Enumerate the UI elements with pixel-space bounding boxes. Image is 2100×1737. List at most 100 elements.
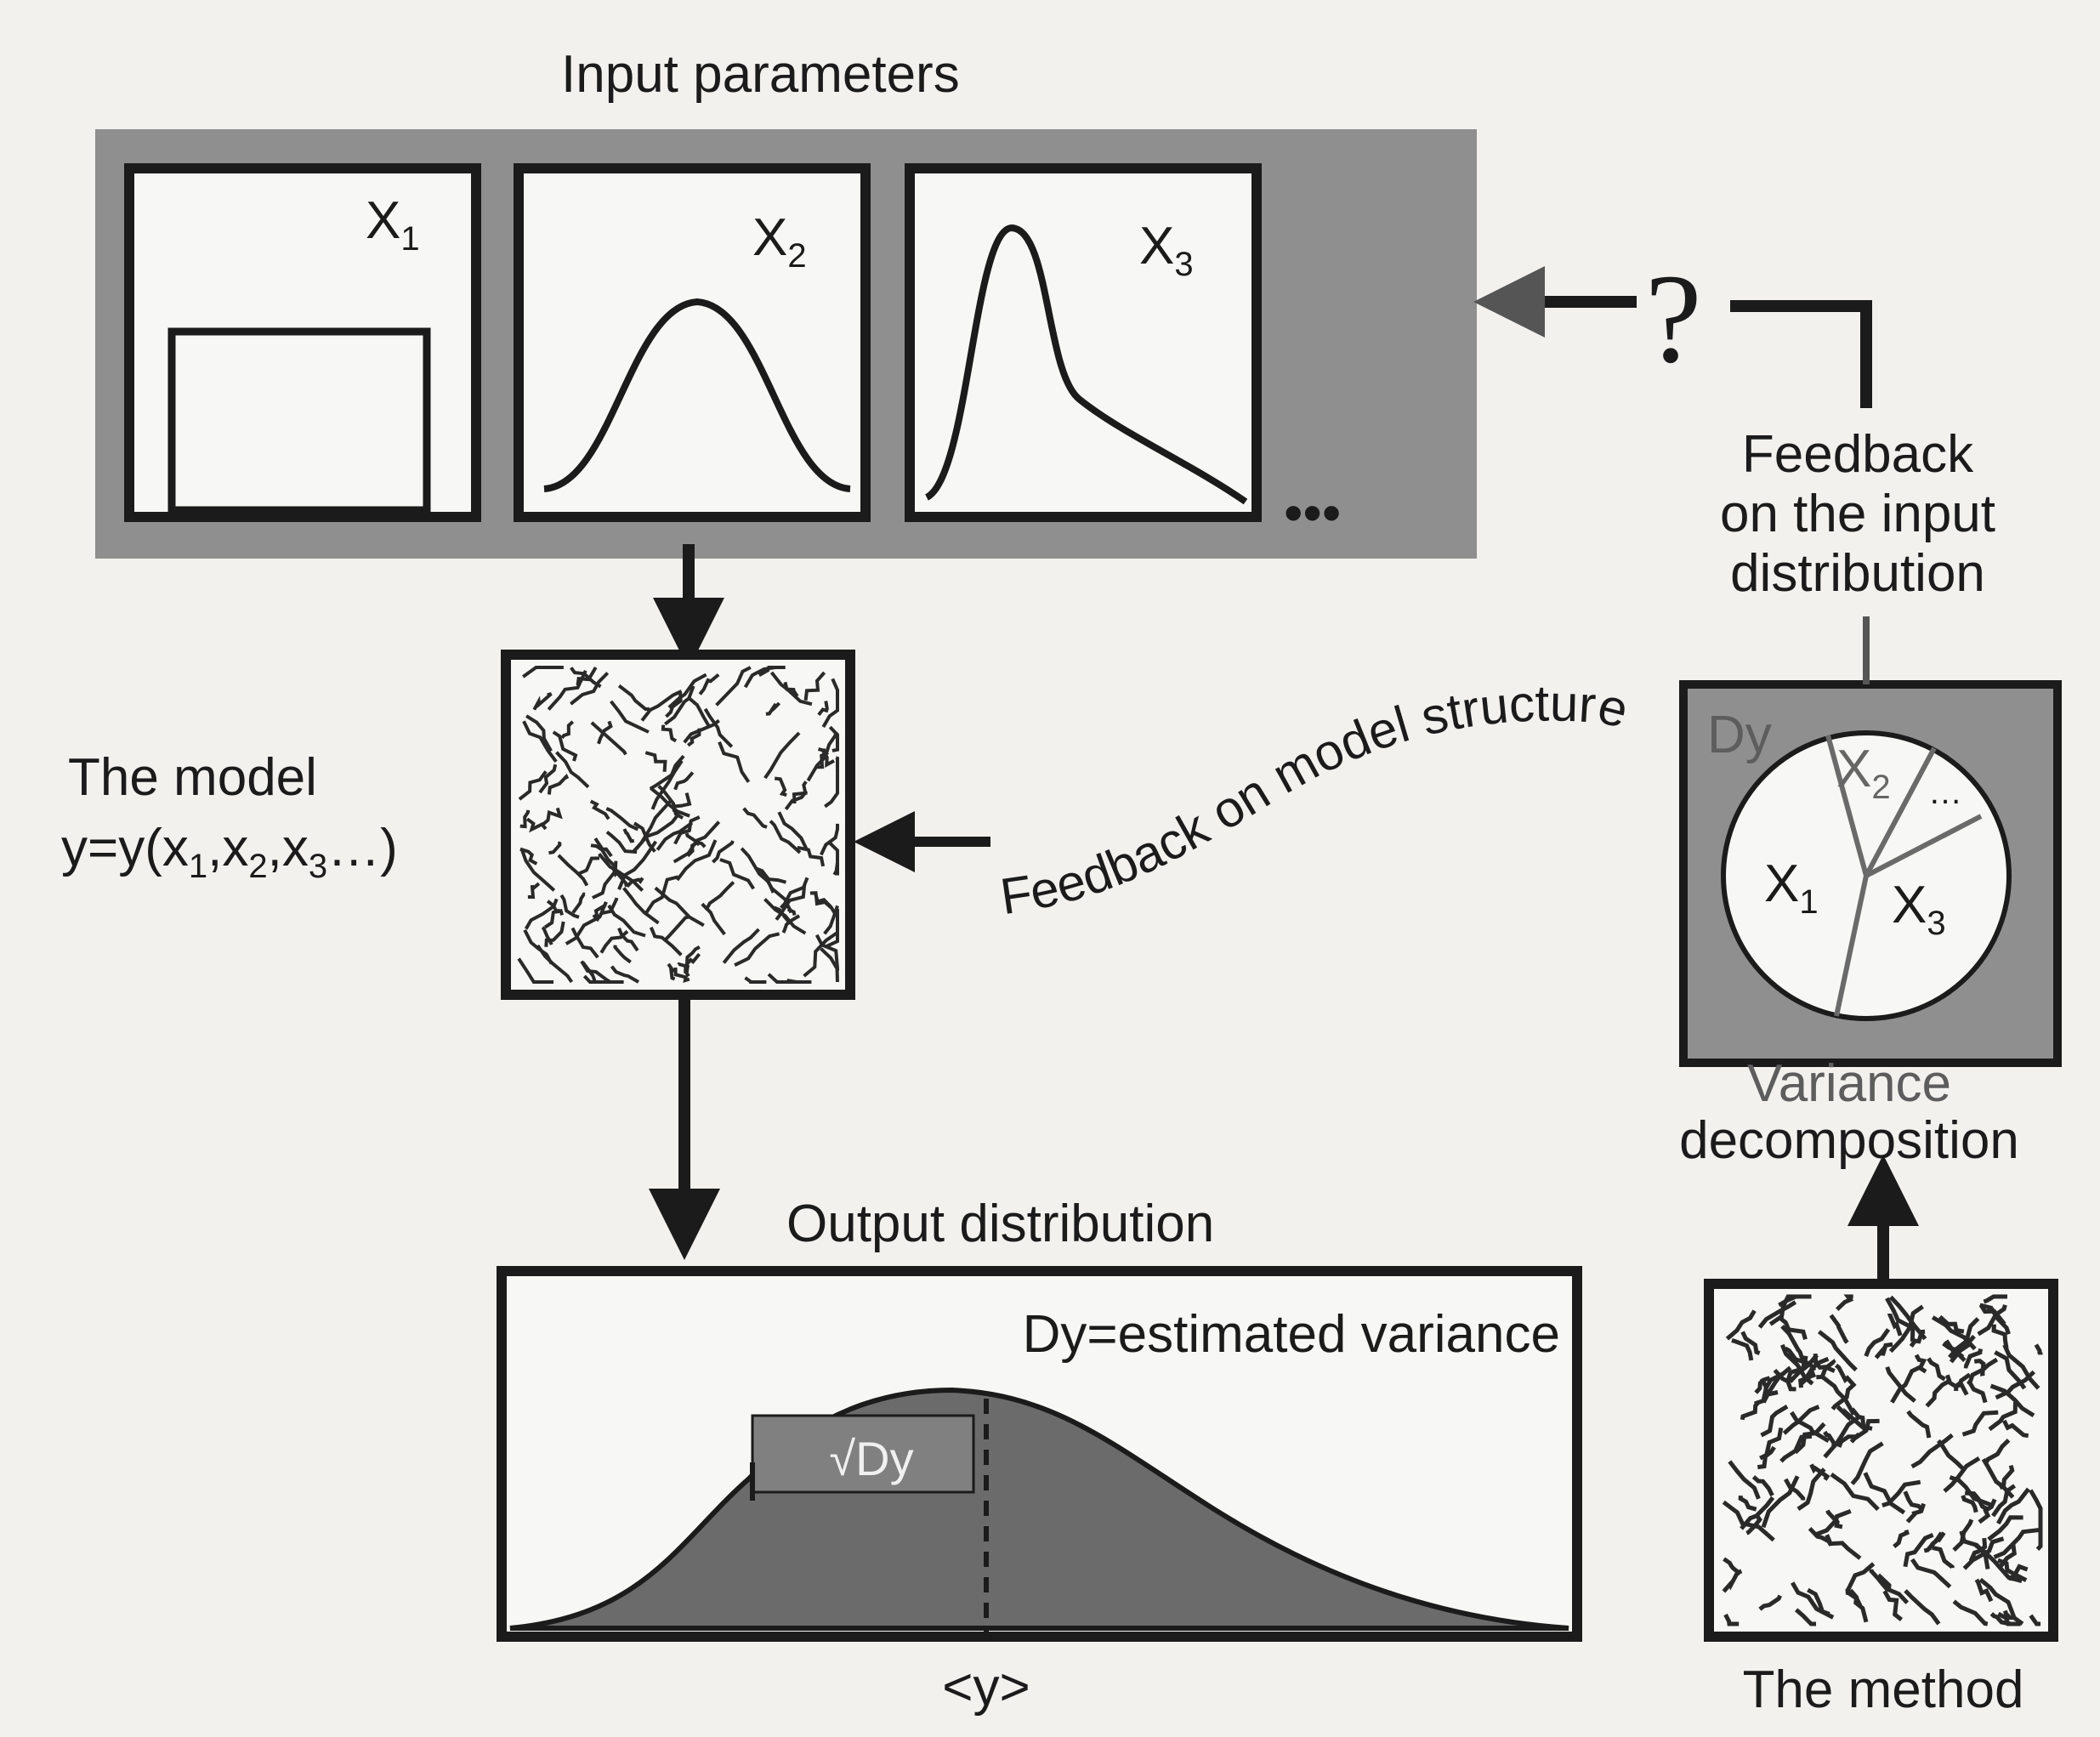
texture-stroke — [1745, 1513, 1762, 1535]
sqrt-dy-bar — [751, 1414, 975, 1494]
feedback-input-line1: Feedback — [1742, 425, 1974, 484]
texture-stroke — [547, 669, 587, 711]
texture-stroke — [673, 967, 690, 983]
texture-stroke — [605, 830, 638, 854]
texture-stroke — [1784, 1478, 1806, 1501]
texture-stroke — [518, 770, 548, 801]
texture-stroke — [687, 728, 701, 747]
output-title: Output distribution — [786, 1195, 1214, 1253]
dy-estimated-variance-label: Dy=estimated variance — [1023, 1305, 1560, 1364]
texture-stroke — [704, 881, 735, 911]
texture-stroke — [565, 901, 608, 945]
mean-y-label: <y> — [942, 1658, 1030, 1717]
texture-stroke — [2035, 1521, 2043, 1551]
texture-stroke — [1779, 1316, 1808, 1340]
texture-stroke — [1888, 1295, 1927, 1341]
dy-label: Dy — [1707, 706, 1772, 764]
texture-stroke — [613, 945, 632, 964]
feedback-input-path — [1730, 300, 1872, 408]
texture-stroke — [1876, 1573, 1910, 1604]
texture-stroke — [783, 681, 799, 698]
texture-stroke — [622, 828, 635, 843]
input-panel-title: Input parameters — [561, 45, 960, 104]
variance-label-line1: Variance — [1747, 1054, 1951, 1113]
texture-stroke — [1893, 1529, 1910, 1549]
texture-stroke — [1759, 1427, 1784, 1461]
texture-stroke — [649, 926, 683, 956]
input-box-x2: X2 — [514, 163, 871, 522]
sqrt-dy-label: √Dy — [829, 1432, 913, 1485]
output-distribution-curve — [509, 1387, 1569, 1631]
texture-stroke — [1932, 1545, 1955, 1569]
texture-stroke — [763, 898, 807, 935]
texture-stroke — [1829, 1314, 1849, 1344]
texture-stroke — [1778, 1294, 1812, 1308]
texture-stroke — [2003, 1609, 2024, 1626]
texture-stroke — [769, 820, 802, 854]
x1-label: X1 — [366, 191, 420, 258]
texture-stroke — [756, 867, 787, 884]
texture-stroke — [524, 898, 559, 930]
texture-stroke — [1823, 1415, 1861, 1459]
texture-stroke — [835, 756, 839, 774]
texture-stroke — [2029, 1614, 2040, 1626]
feedback-on-model-structure-label: Feedback on model structure — [996, 674, 1634, 925]
texture-stroke — [542, 807, 563, 826]
texture-stroke — [1830, 1382, 1857, 1411]
texture-stroke — [667, 962, 676, 981]
texture-stroke — [763, 731, 801, 780]
texture-stroke — [667, 673, 707, 709]
texture-stroke — [605, 807, 639, 832]
texture-stroke — [1723, 1613, 1740, 1626]
texture-stroke — [1903, 1490, 1924, 1512]
texture-stroke — [548, 841, 562, 855]
texture-stroke — [1923, 1531, 1946, 1553]
texture-stroke — [1881, 1479, 1921, 1507]
texture-stroke — [538, 763, 558, 794]
texture-stroke — [826, 909, 839, 948]
texture-stroke — [650, 759, 684, 810]
texture-stroke — [654, 886, 705, 928]
texture-stroke — [661, 724, 678, 743]
pie-slice-dividers — [1825, 735, 1983, 1017]
texture-stroke — [734, 932, 780, 967]
texture-stroke — [711, 840, 735, 864]
texture-stroke — [592, 860, 618, 900]
texture-stroke — [820, 947, 839, 983]
texture-stroke — [589, 799, 610, 820]
texture-stroke — [685, 945, 701, 965]
texture-stroke — [2001, 1419, 2029, 1439]
texture-stroke — [1794, 1608, 1816, 1626]
texture-stroke — [775, 884, 807, 921]
texture-stroke — [1785, 1355, 1808, 1382]
variance-label-line2: decomposition — [1679, 1111, 2019, 1170]
texture-stroke — [1723, 1557, 1742, 1576]
texture-stroke — [1722, 1500, 1775, 1542]
texture-stroke — [1850, 1441, 1884, 1485]
texture-stroke — [803, 931, 837, 978]
texture-stroke — [1754, 1376, 1771, 1394]
texture-stroke — [560, 720, 575, 740]
texture-stroke — [592, 901, 608, 919]
texture-stroke — [792, 781, 808, 804]
texture-stroke — [557, 854, 589, 887]
texture-stroke — [1813, 1354, 1836, 1373]
texture-stroke — [590, 721, 627, 756]
texture-stroke — [1791, 1581, 1835, 1620]
texture-stroke — [1906, 1410, 1932, 1439]
texture-stroke — [1869, 1569, 1890, 1592]
texture-stroke — [1885, 1297, 1916, 1342]
texture-stroke — [1796, 1467, 1826, 1511]
texture-stroke — [1993, 1527, 2041, 1559]
texture-stroke — [1798, 1370, 1817, 1388]
texture-stroke — [823, 905, 839, 935]
texture-stroke — [656, 821, 694, 851]
method-label: The method — [1743, 1660, 2024, 1719]
texture-stroke — [677, 962, 690, 978]
texture-stroke — [1968, 1537, 1988, 1562]
texture-stroke — [520, 849, 556, 892]
texture-stroke — [673, 771, 695, 791]
texture-stroke — [617, 684, 650, 712]
texture-stroke — [1991, 1484, 2017, 1518]
texture-stroke — [597, 720, 613, 745]
